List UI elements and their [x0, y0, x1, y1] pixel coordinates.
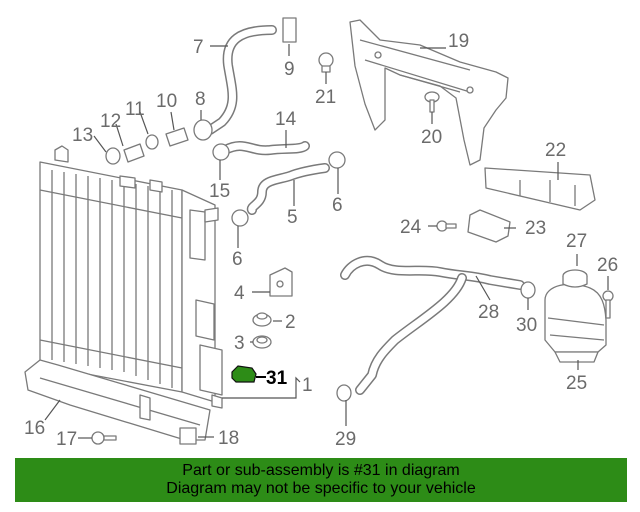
callout-22[interactable]: 22 [545, 140, 566, 161]
callout-4[interactable]: 4 [234, 283, 245, 304]
callout-21[interactable]: 21 [315, 87, 336, 108]
callout-8[interactable]: 8 [195, 89, 206, 110]
callout-6a[interactable]: 6 [332, 195, 343, 216]
callout-3[interactable]: 3 [234, 333, 245, 354]
callout-29[interactable]: 29 [335, 429, 356, 450]
part-26-bolt [602, 290, 614, 319]
part-10-fitting [165, 127, 189, 147]
part-7-upper-hose [205, 25, 277, 135]
part-22-baffle [484, 167, 596, 211]
part-28-hose [340, 255, 525, 395]
callout-9[interactable]: 9 [284, 59, 295, 80]
callout-1[interactable]: 1 [302, 375, 313, 396]
info-banner: Part or sub-assembly is #31 in diagram D… [15, 458, 627, 502]
part-20-pin [424, 91, 440, 113]
callout-numbers: 1 2 3 4 5 6 6 7 8 9 10 11 12 13 14 15 16… [24, 31, 618, 450]
part-25-coolant-reservoir [544, 283, 607, 363]
callout-11[interactable]: 11 [125, 99, 145, 120]
callout-5[interactable]: 5 [287, 207, 298, 228]
part-16-air-deflector [24, 359, 211, 441]
part-14-hose [220, 141, 310, 156]
part-9-bracket [282, 17, 297, 43]
diagram-drawing: 1 2 3 4 5 6 6 7 8 9 10 11 12 13 14 15 16… [24, 17, 618, 450]
callout-13[interactable]: 13 [72, 125, 93, 146]
part-23-bracket [467, 209, 511, 243]
part-18-clip [179, 427, 197, 445]
part-24-bolt [436, 220, 457, 232]
part-8-clamp [193, 119, 213, 141]
part-29-clamp [336, 384, 352, 402]
callout-31-highlighted[interactable]: 31 [266, 368, 288, 389]
part-13-seal [105, 147, 121, 165]
part-21-bolt [318, 52, 334, 73]
part-30-clamp [520, 281, 536, 299]
part-6-clamp-b [231, 209, 249, 227]
radiator [39, 145, 223, 409]
callout-19[interactable]: 19 [448, 31, 469, 52]
part-31-highlighted [231, 365, 257, 383]
callout-12[interactable]: 12 [100, 111, 121, 132]
callout-27[interactable]: 27 [566, 231, 587, 252]
banner-line-1: Part or sub-assembly is #31 in diagram [182, 462, 460, 479]
callout-30[interactable]: 30 [516, 315, 537, 336]
banner-line-2: Diagram may not be specific to your vehi… [166, 480, 476, 497]
callout-25[interactable]: 25 [566, 373, 587, 394]
part-15-clamp [212, 143, 230, 161]
part-12-fitting [123, 143, 145, 163]
callout-7[interactable]: 7 [193, 37, 204, 58]
callout-6b[interactable]: 6 [232, 249, 243, 270]
callout-26[interactable]: 26 [597, 255, 618, 276]
callout-17[interactable]: 17 [56, 429, 77, 450]
callout-28[interactable]: 28 [478, 302, 499, 323]
part-27-reservoir-cap [562, 269, 588, 288]
part-11-seal [145, 134, 159, 150]
callout-20[interactable]: 20 [421, 127, 442, 148]
part-17-bolt [91, 431, 117, 445]
callout-14[interactable]: 14 [275, 109, 297, 130]
part-6-clamp-a [328, 151, 346, 169]
callout-23[interactable]: 23 [525, 218, 546, 239]
part-5-hose [246, 163, 330, 215]
callout-2[interactable]: 2 [285, 312, 296, 333]
callout-10[interactable]: 10 [156, 91, 177, 112]
callout-16[interactable]: 16 [24, 418, 45, 439]
callout-15[interactable]: 15 [209, 181, 230, 202]
callout-18[interactable]: 18 [218, 428, 239, 449]
callout-24[interactable]: 24 [400, 217, 422, 238]
part-19-upper-support [349, 19, 509, 166]
